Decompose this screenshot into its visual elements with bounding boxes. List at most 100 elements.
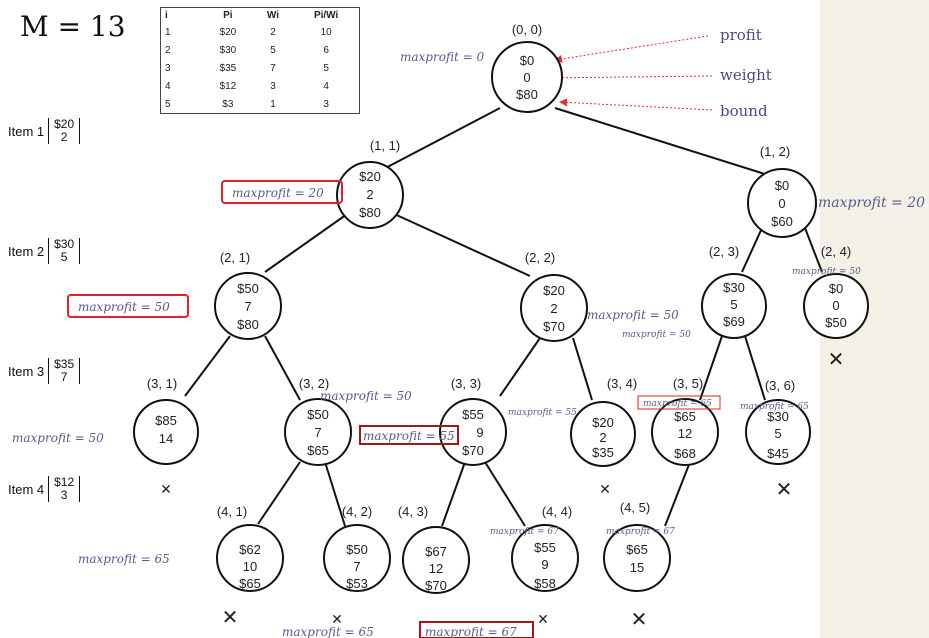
item-name: Item 2 <box>8 243 45 259</box>
node-coord: (3, 3) <box>451 376 481 391</box>
items-table-header: i Pi Wi Pi/Wi <box>161 8 360 24</box>
node-profit: $65 <box>626 542 648 557</box>
node-weight: 10 <box>243 559 257 574</box>
node-weight: 7 <box>353 559 360 574</box>
maxprofit-label: maxprofit = 65 <box>643 399 712 409</box>
node-profit: $67 <box>425 544 447 559</box>
table-cell: $30 <box>219 44 237 56</box>
node-4-5 <box>603 524 671 592</box>
table-cell: 2 <box>165 44 171 56</box>
node-coordinates: (0, 0) (1, 1) (1, 2) (2, 1) (2, 2) (2, 3… <box>147 22 851 519</box>
item-weight: 2 <box>60 130 68 144</box>
maxprofit-label: maxprofit = 50 <box>622 330 691 340</box>
node-bound: $70 <box>462 443 484 458</box>
table-cell: 3 <box>165 62 171 74</box>
table-cell: 1 <box>270 98 276 110</box>
node-profit: $20 <box>592 415 614 430</box>
edge <box>184 335 231 397</box>
node-4-4 <box>511 524 579 592</box>
edge <box>441 461 466 527</box>
weight-arrow <box>544 73 713 82</box>
prune-mark: ✕ <box>160 482 172 498</box>
table-cell: 3 <box>270 80 276 92</box>
prune-mark: ✕ <box>222 605 239 629</box>
node-weight: 2 <box>366 187 373 202</box>
tree-edges <box>184 107 823 527</box>
edge <box>572 337 593 401</box>
node-2-3 <box>701 273 767 339</box>
node-3-4 <box>570 401 636 467</box>
node-weight: 14 <box>159 431 173 446</box>
table-cell: $35 <box>219 62 237 74</box>
table-cell: $20 <box>219 26 237 38</box>
node-profit: $85 <box>155 413 177 428</box>
edge <box>264 211 351 273</box>
node-coord: (4, 4) <box>542 504 572 519</box>
node-weight: 9 <box>541 557 548 572</box>
table-cell: 5 <box>165 98 171 110</box>
maxprofit-label: maxprofit = 67 <box>606 527 675 537</box>
node-weight: 7 <box>244 299 251 314</box>
node-3-3 <box>439 398 507 466</box>
capacity-label: M = 13 <box>20 10 126 43</box>
maxprofit-label-bottom: maxprofit = 67 <box>425 625 517 638</box>
annotation-arrows <box>544 35 713 111</box>
node-2-1 <box>214 272 282 340</box>
prune-mark: ✕ <box>828 347 845 371</box>
edge <box>699 335 723 401</box>
node-coord: (3, 6) <box>765 378 795 393</box>
maxprofit-label: maxprofit = 0 <box>400 50 484 64</box>
item-profit: $30 <box>54 237 75 251</box>
node-bound: $45 <box>767 446 789 461</box>
node-weight: 2 <box>599 430 606 445</box>
maxprofit-label: maxprofit = 67 <box>490 527 559 537</box>
node-profit: $55 <box>534 540 556 555</box>
maxprofit-label-bottom: maxprofit = 65 <box>282 625 374 638</box>
node-coord: (3, 4) <box>607 376 637 391</box>
maxprofit-label: maxprofit = 55 <box>363 429 455 443</box>
highlight-box <box>359 425 459 445</box>
maxprofit-label: maxprofit = 50 <box>320 389 412 403</box>
node-profit: $62 <box>239 542 261 557</box>
node-bound: $65 <box>239 576 261 591</box>
edge <box>324 461 346 527</box>
node-bound: $80 <box>237 317 259 332</box>
edge <box>804 227 823 273</box>
node-profit: $0 <box>829 281 843 296</box>
edge <box>554 107 769 176</box>
node-weight: 2 <box>550 301 557 316</box>
edge <box>741 227 763 273</box>
node-profit: $65 <box>674 409 696 424</box>
node-coord: (2, 1) <box>220 250 250 265</box>
node-coord: (1, 2) <box>760 144 790 159</box>
node-3-1 <box>133 399 199 465</box>
item-weight: 7 <box>60 370 68 384</box>
node-3-6 <box>745 399 811 465</box>
table-cell: 5 <box>323 62 329 74</box>
node-profit: $20 <box>359 169 381 184</box>
node-4-1 <box>216 524 284 592</box>
node-profit: $20 <box>543 283 565 298</box>
node-weight: 5 <box>730 297 737 312</box>
highlight-box <box>419 621 534 638</box>
edge <box>257 461 301 525</box>
node-coord: (4, 1) <box>217 504 247 519</box>
node-weight: 0 <box>778 196 785 211</box>
node-3-5 <box>651 398 719 466</box>
prune-mark: ✕ <box>631 607 648 631</box>
prune-mark: ✕ <box>776 477 793 501</box>
header-cell: Pi/Wi <box>313 10 339 21</box>
item-weight: 5 <box>60 250 68 264</box>
highlight-box <box>637 395 721 410</box>
node-weight: 15 <box>630 560 644 575</box>
node-2-4 <box>803 273 869 339</box>
node-coord: (4, 2) <box>342 504 372 519</box>
